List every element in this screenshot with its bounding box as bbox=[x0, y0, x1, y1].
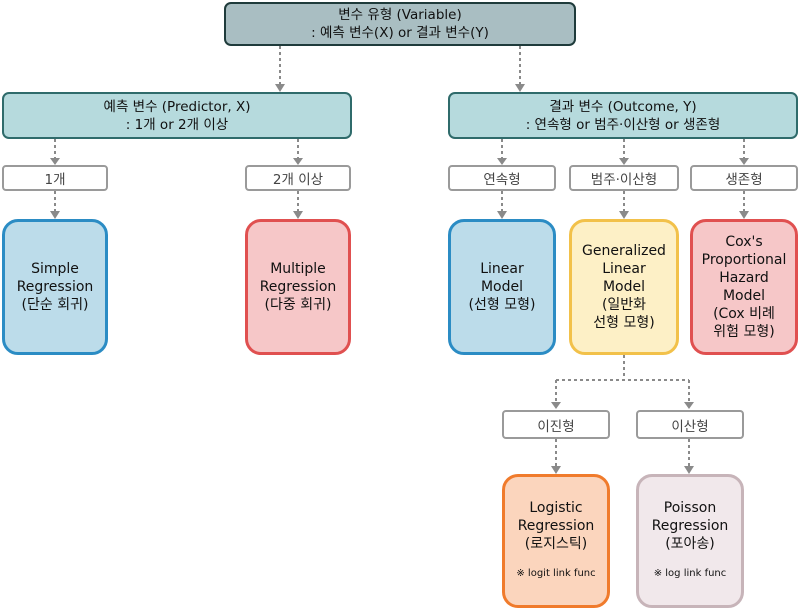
label-survival: 생존형 bbox=[690, 165, 798, 191]
logit-link-note: ※ logit link func bbox=[516, 568, 596, 579]
card-generalized-linear-model: Generalized Linear Model (일반화 선형 모형) bbox=[569, 219, 679, 355]
root-subtitle: : 예측 변수(X) or 결과 변수(Y) bbox=[311, 25, 489, 41]
label-discrete-count: 이산형 bbox=[636, 410, 744, 439]
predictor-header-box: 예측 변수 (Predictor, X) : 1개 or 2개 이상 bbox=[2, 92, 352, 139]
root-variable-type-box: 변수 유형 (Variable) : 예측 변수(X) or 결과 변수(Y) bbox=[224, 2, 576, 46]
card-poisson-regression: Poisson Regression (포아송) ※ log link func bbox=[636, 474, 744, 608]
card-multiple-regression: Multiple Regression (다중 회귀) bbox=[245, 219, 351, 355]
outcome-header-box: 결과 변수 (Outcome, Y) : 연속형 or 범주·이산형 or 생존… bbox=[448, 92, 798, 139]
card-cox-proportional-hazard: Cox's Proportional Hazard Model (Cox 비례 … bbox=[690, 219, 798, 355]
root-title: 변수 유형 (Variable) bbox=[338, 7, 462, 23]
label-one-predictor: 1개 bbox=[2, 165, 108, 191]
label-continuous: 연속형 bbox=[448, 165, 556, 191]
log-link-note: ※ log link func bbox=[653, 568, 727, 579]
label-multiple-predictors: 2개 이상 bbox=[245, 165, 351, 191]
outcome-subtitle: : 연속형 or 범주·이산형 or 생존형 bbox=[525, 116, 721, 133]
card-simple-regression: Simple Regression (단순 회귀) bbox=[2, 219, 108, 355]
predictor-subtitle: : 1개 or 2개 이상 bbox=[125, 116, 229, 133]
label-categorical-discrete: 범주·이산형 bbox=[569, 165, 679, 191]
label-binary: 이진형 bbox=[502, 410, 610, 439]
card-linear-model: Linear Model (선형 모형) bbox=[448, 219, 556, 355]
outcome-title: 결과 변수 (Outcome, Y) bbox=[549, 98, 697, 115]
predictor-title: 예측 변수 (Predictor, X) bbox=[103, 98, 251, 115]
card-logistic-regression: Logistic Regression (로지스틱) ※ logit link … bbox=[502, 474, 610, 608]
